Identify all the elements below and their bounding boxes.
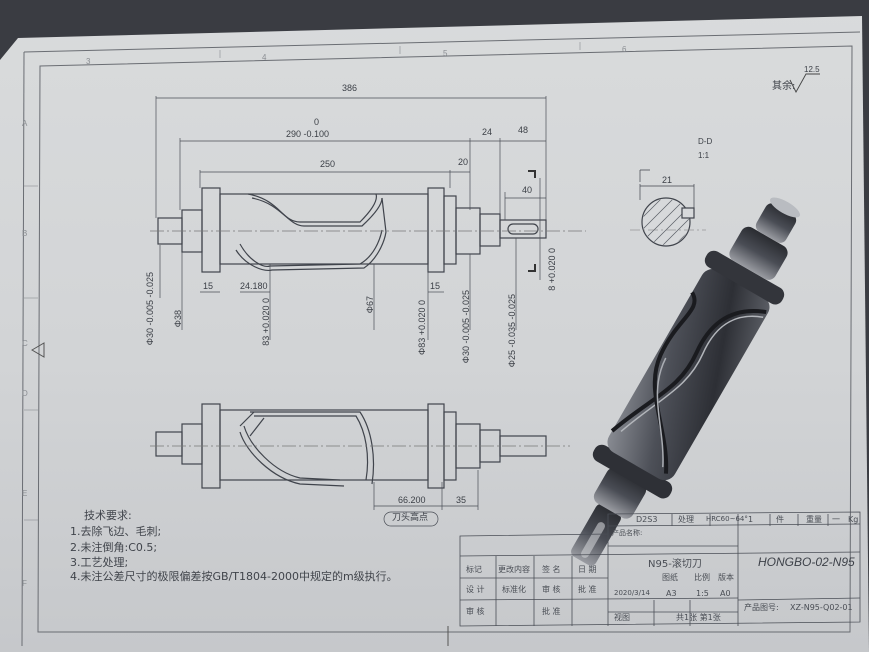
tb-weight-label: 重量	[806, 515, 822, 524]
drawing-frame	[21, 31, 861, 647]
tb-row2-2: 标准化	[502, 585, 526, 594]
front-dimensions	[373, 470, 479, 527]
dim-d25: Φ25 -0.035 -0.025	[507, 294, 517, 368]
dim-right-15: 15	[430, 281, 441, 291]
tb-version: A0	[720, 589, 731, 598]
tb-size: A3	[666, 589, 677, 598]
zone-left-b: B	[22, 229, 28, 238]
zone-left-e: E	[22, 489, 28, 498]
dim-shaft-48: 48	[518, 125, 529, 135]
tb-check: 审 核	[466, 607, 485, 616]
tb-sheet-info: 共1张 第1张	[676, 613, 721, 622]
roughness-value: 12.5	[804, 65, 820, 74]
tb-projection: 视图	[614, 613, 630, 622]
tb-row2-1: 设 计	[466, 585, 485, 594]
dim-shoulder-24: 24	[482, 127, 493, 137]
tb-qty-unit: 件	[776, 515, 784, 524]
dim-d83b: Φ83 +0.020 0	[417, 300, 427, 355]
dim-f2-note: 刀头高点	[392, 513, 429, 523]
roughness-label: 其余:	[772, 81, 796, 92]
dim-d67: Φ67	[365, 296, 375, 314]
key-markers	[528, 170, 536, 272]
section-label: D-D	[698, 137, 713, 146]
tb-product-code-label: 产品图号:	[744, 603, 779, 612]
tb-row2-4: 批 准	[578, 585, 597, 594]
tb-product-label: 产品名称:	[612, 529, 643, 537]
dim-tol-upper: 0	[314, 117, 320, 127]
dim-body-length: 290 -0.100	[286, 129, 330, 139]
dim-f2-35: 35	[456, 495, 467, 505]
dim-f2-len: 66.200	[398, 495, 426, 505]
zone-left-a: A	[22, 119, 28, 128]
dim-overall-length: 386	[342, 83, 358, 93]
tb-hardness: HRC60~64°	[706, 515, 748, 523]
dim-d83a: 83 +0.020 0	[261, 298, 271, 346]
top-dimensions	[155, 96, 547, 340]
zone-left-d: D	[22, 389, 28, 398]
dim-left-15: 15	[203, 281, 214, 291]
tb-weight-val: 一	[832, 515, 840, 524]
title-block	[459, 511, 861, 627]
note-3: 3.工艺处理;	[70, 556, 129, 569]
tb-row3-2: 比例	[694, 573, 710, 582]
zone-left-f: F	[22, 579, 27, 588]
tb-row2-3: 审 核	[542, 585, 561, 594]
tb-approve: 批 准	[542, 607, 561, 616]
dim-collar-20: 20	[458, 157, 469, 167]
dim-key-40: 40	[522, 185, 533, 195]
front-view	[155, 403, 547, 489]
zone-top-6: 6	[622, 45, 627, 54]
tb-scale: 1:5	[696, 589, 709, 598]
tb-hdr-2: 更改内容	[498, 565, 530, 574]
dim-groove-len: 250	[320, 159, 336, 169]
section-view	[639, 169, 695, 247]
tb-product-name: N95-滚切刀	[648, 559, 702, 570]
top-view	[157, 187, 547, 273]
zone-top-3: 3	[86, 57, 91, 66]
zone-left-c: C	[22, 339, 28, 348]
tb-weight-unit: Kg	[848, 515, 859, 524]
tb-hdr-3: 签 名	[542, 565, 561, 574]
tb-date: 2020/3/14	[614, 589, 650, 597]
zone-top-5: 5	[443, 49, 448, 58]
section-width: 21	[662, 175, 673, 185]
dim-d38: Φ38	[173, 310, 183, 328]
tb-hdr-1: 标记	[466, 565, 482, 574]
notes-title: 技术要求:	[84, 509, 132, 522]
tb-hdr-4: 日 期	[578, 565, 597, 574]
dim-d30-left: Φ30 -0.005 -0.025	[145, 272, 155, 346]
tb-row3-1: 图纸	[662, 573, 678, 582]
note-1: 1.去除飞边、毛刺;	[70, 525, 162, 538]
dim-span-24180: 24.180	[240, 281, 268, 291]
tb-hardness-label: 处理	[678, 515, 694, 524]
section-scale: 1:1	[698, 151, 710, 160]
tb-product-code: XZ-N95-Q02-01	[790, 603, 853, 612]
tb-material: D2S3	[636, 515, 658, 524]
zone-top-4: 4	[262, 53, 267, 62]
tb-row3-3: 版本	[718, 573, 734, 582]
center-mark	[31, 342, 449, 646]
iso-roller	[571, 197, 801, 566]
dim-d30b: Φ30 -0.005 -0.025	[461, 290, 471, 364]
dim-key-width: 8 +0.020 0	[547, 248, 557, 291]
note-4: 4.未注公差尺寸的极限偏差按GB/T1804-2000中规定的m级执行。	[70, 570, 398, 583]
tb-drawing-no: HONGBO-02-N95	[758, 555, 855, 569]
tb-qty: 1	[748, 515, 754, 524]
note-2: 2.未注倒角:C0.5;	[70, 541, 158, 554]
